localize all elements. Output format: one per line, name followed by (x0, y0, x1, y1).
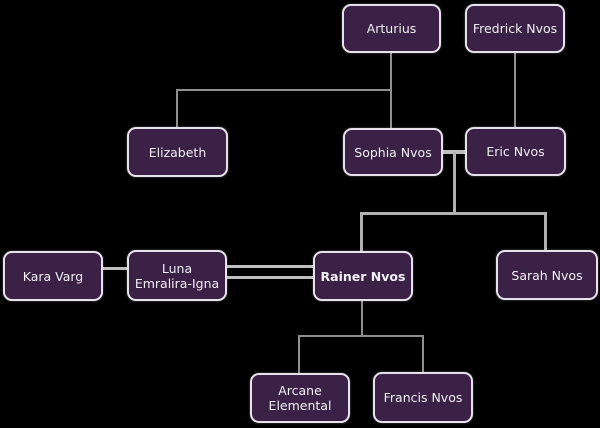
connector-elizabeth-drop (176, 89, 178, 127)
connector-sarah-drop (544, 212, 547, 250)
person-name-line: Arcane (278, 383, 322, 398)
person-node-sophia[interactable]: Sophia Nvos (343, 128, 443, 176)
person-node-arturius[interactable]: Arturius (342, 4, 441, 53)
person-name-line: Luna (161, 260, 193, 276)
person-node-elizabeth[interactable]: Elizabeth (127, 127, 228, 177)
person-name-line: Sophia Nvos (354, 144, 432, 160)
person-name-line: Rainer Nvos (320, 268, 406, 284)
connector-francis-drop (422, 335, 424, 372)
person-name-line: Elizabeth (148, 144, 207, 160)
person-name-line: Sarah Nvos (511, 267, 583, 283)
connector-rainer-drop (360, 212, 363, 251)
person-name-line: Arturius (366, 21, 417, 36)
person-name-line: Elemental (268, 398, 332, 413)
connector-gen3-sibling-rail (298, 335, 424, 337)
person-name-line: Eric Nvos (486, 144, 545, 159)
person-node-kara[interactable]: Kara Varg (3, 251, 103, 301)
connector-luna-rainer-bond-top (227, 265, 313, 268)
connector-fredrick-drop (514, 53, 516, 127)
person-name-line: Francis Nvos (383, 390, 463, 405)
connector-luna-rainer-bond-bottom (227, 276, 313, 279)
person-node-sarah[interactable]: Sarah Nvos (496, 250, 598, 300)
person-node-rainer[interactable]: Rainer Nvos (313, 251, 413, 301)
person-name-line: Emralira-Igna (134, 275, 220, 291)
connector-gen2-sibling-rail (360, 212, 547, 215)
person-node-eric[interactable]: Eric Nvos (465, 127, 566, 176)
person-name-line: Kara Varg (22, 268, 84, 284)
person-node-fredrick[interactable]: Fredrick Nvos (465, 4, 565, 53)
connector-gen1-sibling-rail (176, 89, 392, 91)
connector-rainer-child-drop (361, 301, 363, 336)
connector-arcane-drop (298, 335, 300, 373)
person-node-francis[interactable]: Francis Nvos (373, 372, 473, 423)
connector-kara-luna-bond (103, 267, 127, 270)
person-name-line: Fredrick Nvos (472, 21, 558, 36)
connector-marriage-child-drop (453, 152, 456, 213)
